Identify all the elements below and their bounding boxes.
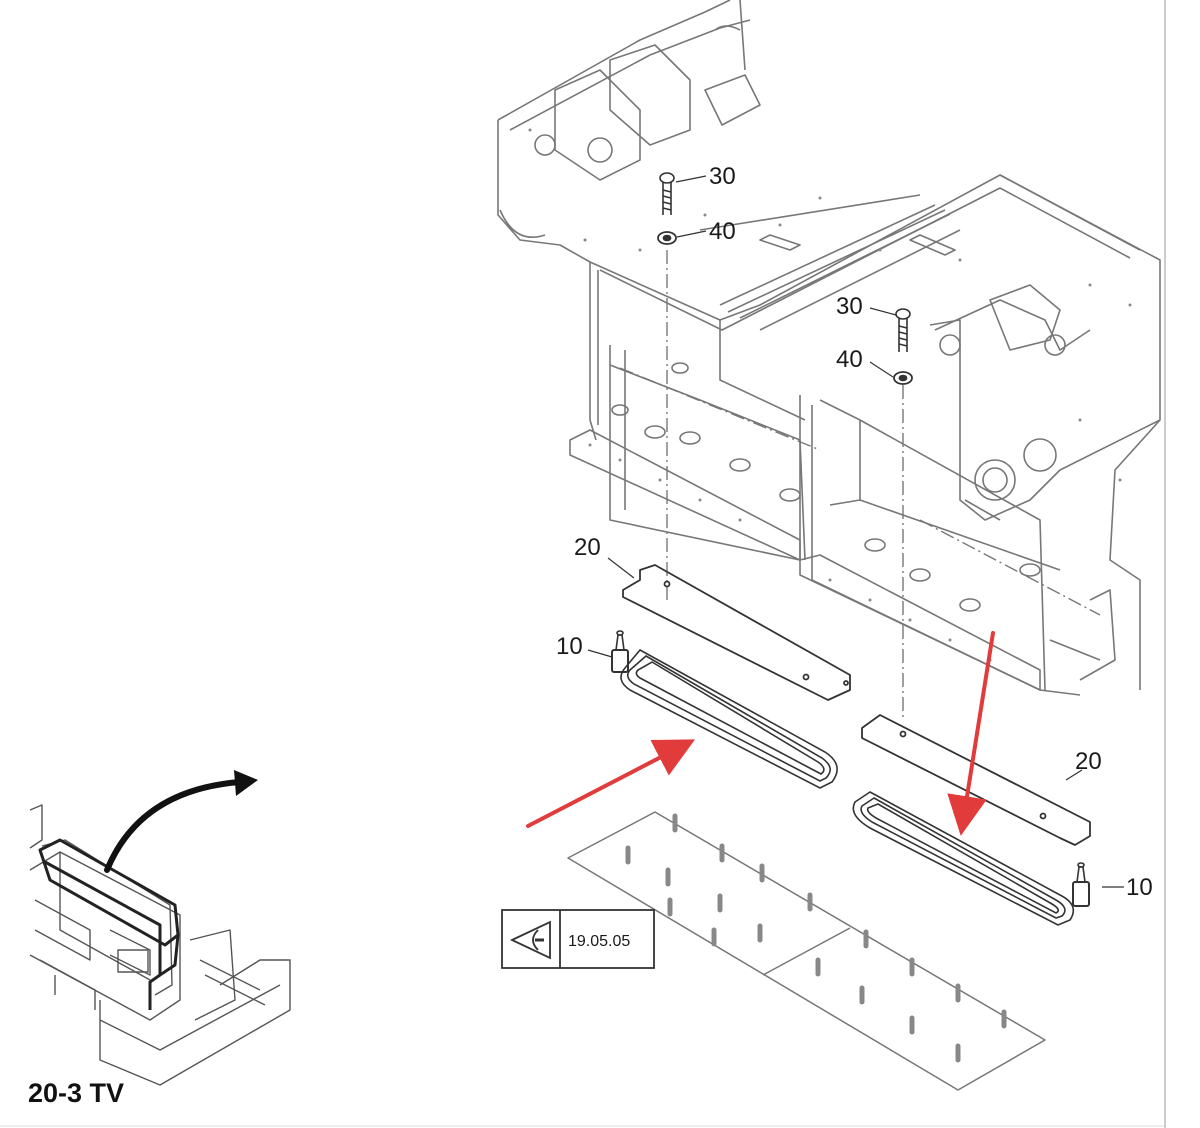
callout-40-top: 40 <box>709 218 736 245</box>
callout-40-right: 40 <box>836 346 863 373</box>
plate-20-left <box>622 564 851 701</box>
eye-view-icon <box>509 920 551 960</box>
callout-20-right: 20 <box>1075 748 1102 775</box>
callout-10-right: 10 <box>1126 874 1153 901</box>
seal-10-right <box>852 791 1090 926</box>
washer-40-right <box>893 371 913 385</box>
red-arrow-icon <box>526 631 995 836</box>
seal-10-left <box>611 630 838 789</box>
inset-assembly-view <box>29 804 291 1086</box>
callout-30-right: 30 <box>836 293 863 320</box>
curved-arrow-icon <box>104 770 258 873</box>
callout-10-left: 10 <box>556 633 583 660</box>
view-reference-number: 19.05.05 <box>568 933 630 950</box>
view-reference-box: 19.05.05 <box>501 909 655 969</box>
frame-assembly <box>497 0 1161 696</box>
bolt-30-top <box>659 172 675 215</box>
model-caption: 20-3 TV <box>28 1078 125 1108</box>
bolt-30-right <box>895 308 911 352</box>
plate-20-right <box>861 714 1091 846</box>
washer-40-top <box>657 231 677 245</box>
studded-base-plate <box>567 811 1046 1091</box>
callout-20-left: 20 <box>574 534 601 561</box>
callout-30-top: 30 <box>709 163 736 190</box>
